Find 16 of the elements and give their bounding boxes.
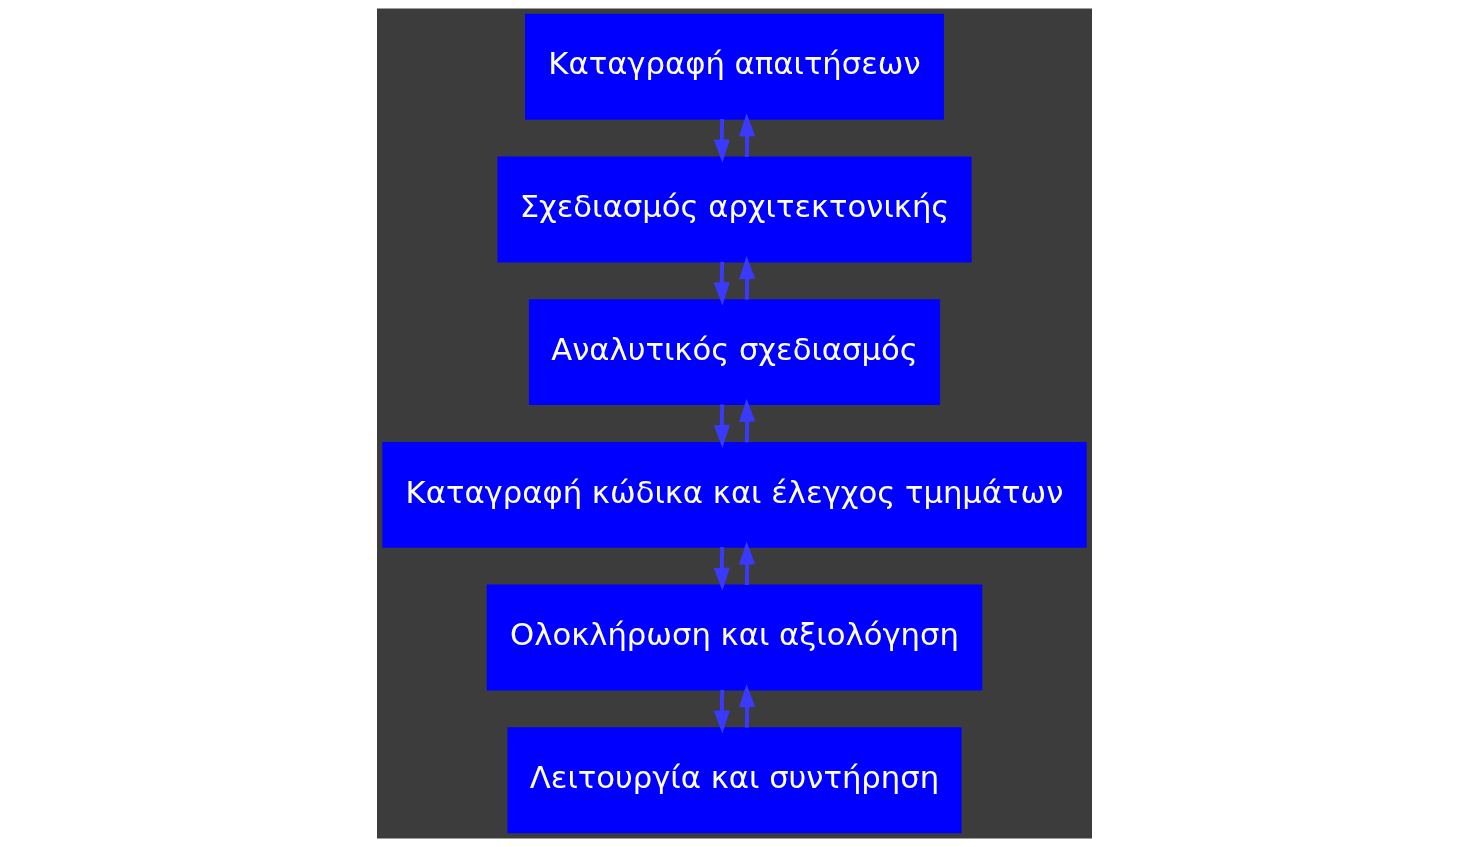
node-box: Σχεδιασμός αρχιτεκτονικής — [496, 156, 972, 263]
node-box: Ολοκλήρωση και αξιολόγηση — [486, 584, 982, 691]
arrow — [713, 119, 730, 163]
arrow — [738, 684, 755, 728]
arrow — [738, 256, 755, 300]
arrow — [738, 541, 755, 586]
node-box: Καταγραφή κώδικα και έλεγχος τμημάτων — [381, 441, 1087, 548]
arrow — [713, 261, 730, 306]
node-box: Καταγραφή απαιτήσεων — [524, 13, 944, 120]
arrow — [713, 689, 730, 734]
arrow — [713, 404, 730, 449]
node-box: Αναλυτικός σχεδιασμός — [528, 299, 940, 406]
node-box: Λειτουργία και συντήρηση — [506, 727, 962, 834]
arrow — [738, 398, 755, 443]
arrow — [738, 113, 755, 157]
arrow — [713, 547, 730, 591]
